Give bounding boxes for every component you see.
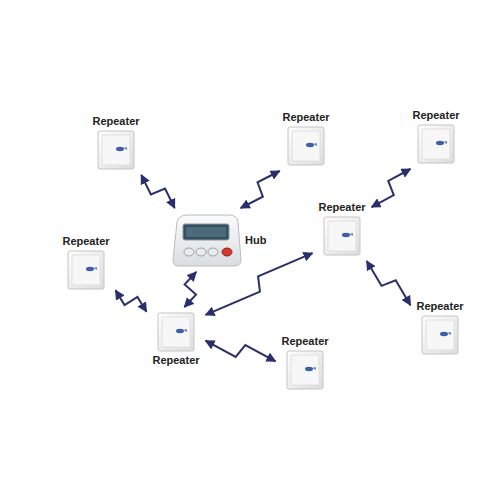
device-label: Repeater [60,234,111,249]
repeater-device [285,349,325,391]
device-label: Repeater [410,108,461,123]
device-label: Repeater [414,299,465,314]
repeater-node: Repeater [278,108,333,169]
hub-node: Hub [169,210,270,270]
wireless-link [141,175,174,208]
repeater-node: Repeater [88,112,143,173]
repeater-device [420,314,460,356]
wireless-link [367,261,411,305]
wireless-link [206,341,276,362]
repeater-device [66,249,106,291]
repeater-device [416,123,456,165]
device-label: Repeater [150,353,201,368]
repeater-node: Repeater [148,309,203,370]
repeater-node: Repeater [58,232,113,293]
repeater-node: Repeater [277,332,332,393]
repeater-device [156,311,196,353]
device-label: Hub [243,233,268,248]
repeater-device [286,125,326,167]
repeater-node: Repeater [412,297,467,358]
device-label: Repeater [316,200,367,215]
wireless-link [241,171,280,208]
device-label: Repeater [280,110,331,125]
hub-device [171,212,243,268]
repeater-device [96,129,136,171]
repeater-device [322,215,362,257]
repeater-node: Repeater [314,198,369,259]
wireless-link [184,272,196,307]
device-label: Repeater [90,114,141,129]
repeater-node: Repeater [408,106,463,167]
wireless-link [372,169,411,207]
wireless-link [116,290,147,311]
device-label: Repeater [279,334,330,349]
